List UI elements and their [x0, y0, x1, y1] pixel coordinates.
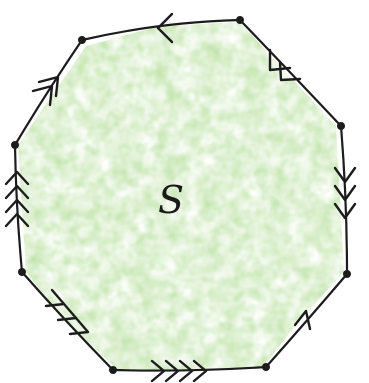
- vertex-right-upper: [337, 122, 345, 130]
- vertex-bottom-right: [262, 363, 270, 371]
- surface-label: S: [158, 178, 184, 222]
- vertex-left-upper: [11, 141, 19, 149]
- vertex-right-lower: [343, 270, 351, 278]
- vertex-bottom-left: [109, 366, 117, 374]
- vertex-left-lower: [18, 268, 26, 276]
- vertex-top-left: [78, 36, 86, 44]
- vertex-top-right: [236, 16, 244, 24]
